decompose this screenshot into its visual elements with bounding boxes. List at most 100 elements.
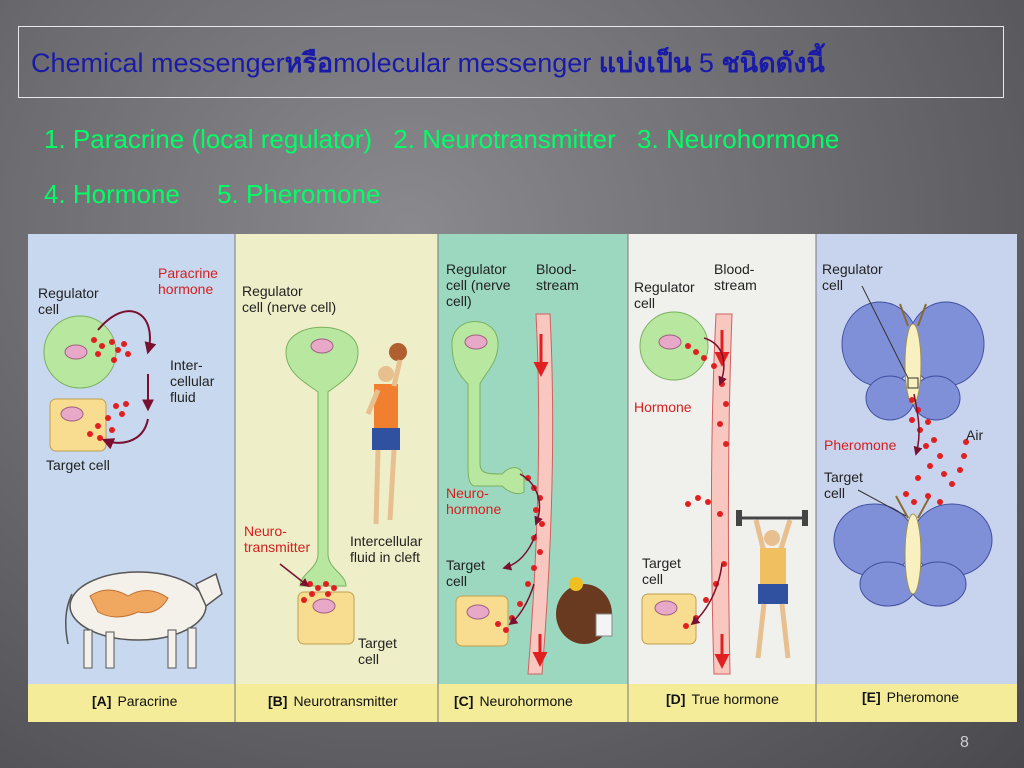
paracrine-molecules (87, 337, 131, 441)
svg-text:[E]Pheromone: [E] Pheromone (862, 689, 959, 705)
label-regulator-cell-2: cell (822, 277, 843, 293)
label-target-cell-2: cell (642, 571, 663, 587)
label-regulator-cell-3: cell) (446, 293, 472, 309)
label-regulator-cell-2: cell (38, 301, 59, 317)
label-regulator-cell-2: cell (nerve (446, 277, 511, 293)
label-target-cell: Target (642, 555, 681, 571)
title-part-thai-3: ชนิดดังนี้ (721, 47, 825, 78)
label-regulator-cell: Regulator (634, 279, 695, 295)
caption-b-letter: [B] (268, 693, 287, 709)
panel-captions: [A] Paracrine [B] Neurotransmitter [C] Neur… (92, 689, 959, 709)
pheromone-molecules (903, 397, 969, 505)
label-regulator-nerve-cell: Regulator (242, 283, 303, 299)
label-intercellular-fluid-cleft: Intercellular (350, 533, 423, 549)
caption-b: Neurotransmitter (293, 693, 398, 709)
label-neurohormone: Neuro- (446, 485, 489, 501)
cell-nucleus (658, 334, 682, 350)
label-intercellular-fluid: Inter- (170, 357, 203, 373)
cell-nucleus (60, 406, 84, 422)
neurotransmitter-molecules (301, 581, 337, 603)
list-item-pheromone: 5. Pheromone (217, 179, 381, 209)
label-bloodstream: Blood- (714, 261, 755, 277)
cell-nucleus (464, 334, 488, 350)
caption-d-letter: [D] (666, 691, 685, 707)
label-target-cell-2: cell (358, 651, 379, 667)
label-air: Air (966, 427, 983, 443)
label-neurohormone-2: hormone (446, 501, 501, 517)
label-regulator-nerve-cell-2: cell (nerve cell) (242, 299, 336, 315)
cow-illustration (65, 571, 223, 669)
label-regulator-cell: Regulator (822, 261, 883, 277)
list-item-hormone: 4. Hormone (44, 179, 180, 209)
caption-e: Pheromone (887, 689, 960, 705)
list-item-paracrine: 1. Paracrine (local regulator) (44, 124, 373, 154)
label-target-cell-2: cell (446, 573, 467, 589)
svg-text:Blood-stream: Blood-stream (536, 261, 579, 293)
cell-nucleus (310, 338, 334, 354)
list-item-neurotransmitter: 2. Neurotransmitter (393, 124, 616, 154)
label-intercellular-fluid-cleft-2: fluid in cleft (350, 549, 420, 565)
caption-c: Neurohormone (479, 693, 573, 709)
label-target-cell: Target (446, 557, 485, 573)
praying-figure-illustration (556, 577, 613, 644)
label-paracrine-hormone-2: hormone (158, 281, 213, 297)
butterfly-receiver (833, 495, 993, 607)
weightlifter-illustration (736, 510, 808, 659)
title-part-thai-2: แบ่งเป็น (598, 47, 692, 78)
svg-text:[C]Neurohormone: [C] Neurohormone (454, 693, 573, 709)
label-hormone: Hormone (634, 399, 692, 415)
label-target-cell: Target (358, 635, 397, 651)
label-paracrine-hormone: Paracrine (158, 265, 218, 281)
slide-title: Chemical messengerหรือmolecular messenge… (31, 41, 825, 84)
cell-nucleus (64, 344, 88, 360)
label-regulator-cell-2: cell (634, 295, 655, 311)
label-regulator-cell: Regulator (38, 285, 99, 301)
bloodstream-vessel (527, 313, 554, 675)
caption-c-letter: [C] (454, 693, 473, 709)
svg-text:Blood-stream: Blood-stream (714, 261, 757, 293)
label-bloodstream: Blood- (536, 261, 577, 277)
label-regulator-cell: Regulator (446, 261, 507, 277)
cell-nucleus (466, 604, 490, 620)
label-intercellular-fluid-2: cellular (170, 373, 215, 389)
caption-a: Paracrine (117, 693, 177, 709)
list-item-neurohormone: 3. Neurohormone (637, 124, 840, 154)
title-part-thai-1: หรือ (284, 47, 334, 78)
messenger-list-line-2: 4. Hormone 5. Pheromone (44, 179, 394, 210)
label-target-cell: Target (824, 469, 863, 485)
label-neurotransmitter-2: transmitter (244, 539, 310, 555)
label-target-cell-2: cell (824, 485, 845, 501)
panel-e-background (816, 234, 1017, 684)
neurosecretory-cell (451, 321, 525, 495)
caption-e-letter: [E] (862, 689, 881, 705)
svg-text:Neuro-transmitter: Neuro-transmitter (244, 523, 310, 555)
svg-text:Neuro-hormone: Neuro-hormone (446, 485, 501, 517)
messenger-list-line-1: 1. Paracrine (local regulator) 2. Neurot… (44, 124, 853, 155)
cell-nucleus (312, 598, 336, 614)
title-part-english-1: Chemical messenger (31, 47, 285, 78)
title-part-english-2: molecular messenger (333, 47, 599, 78)
caption-a-letter: [A] (92, 693, 111, 709)
cell-nucleus (654, 600, 678, 616)
label-bloodstream-2: stream (714, 277, 757, 293)
label-bloodstream-2: stream (536, 277, 579, 293)
title-part-number: 5 (691, 47, 722, 78)
nerve-cell (285, 326, 359, 587)
title-box: Chemical messengerหรือmolecular messenge… (18, 26, 1004, 98)
